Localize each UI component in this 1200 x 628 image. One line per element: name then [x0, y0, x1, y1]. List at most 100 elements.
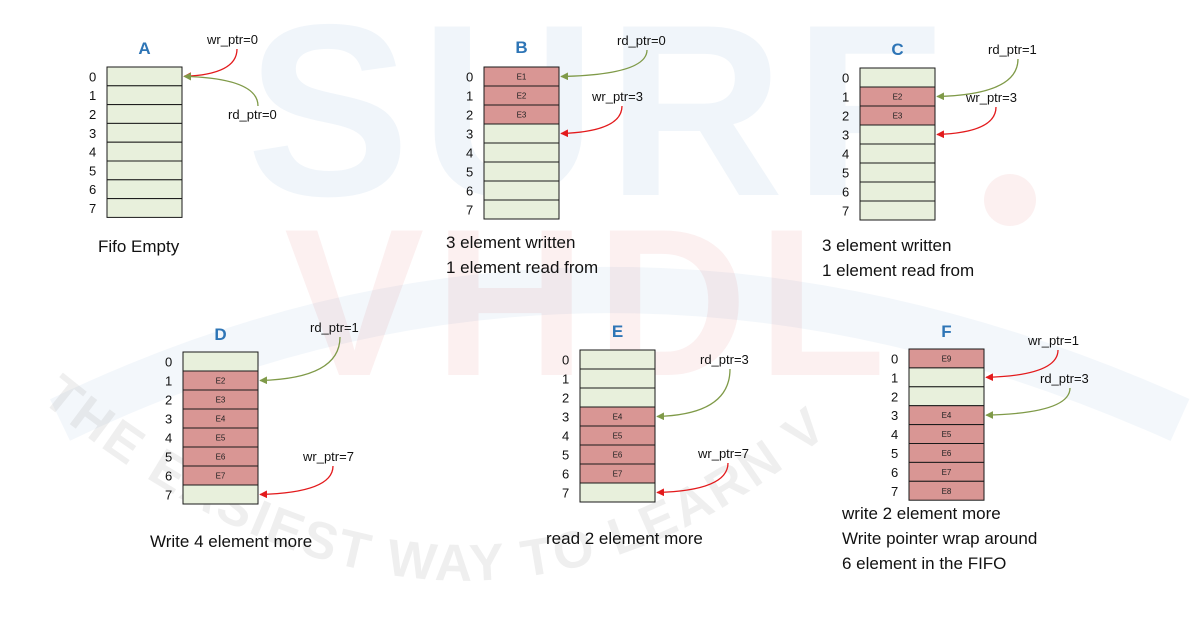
read-pointer-arrow — [183, 72, 259, 107]
fifo-cell-label: E1 — [517, 73, 527, 82]
fifo-cell-label: E4 — [216, 415, 226, 424]
read-pointer-label: rd_ptr=1 — [988, 42, 1037, 57]
fifo-row-index: 5 — [165, 450, 172, 465]
fifo-row-index: 4 — [466, 146, 473, 161]
write-pointer-arrow — [936, 106, 997, 139]
read-pointer-label: rd_ptr=3 — [700, 352, 749, 367]
fifo-row-index: 0 — [842, 71, 849, 86]
read-pointer-arrow — [259, 336, 341, 385]
panel-title: D — [214, 325, 226, 344]
fifo-cell-label: E8 — [942, 487, 952, 496]
fifo-cell-empty — [859, 143, 936, 164]
fifo-cell-label: E5 — [942, 430, 952, 439]
fifo-cell-empty — [859, 181, 936, 202]
write-pointer-arrow — [560, 105, 623, 138]
write-pointer-arrow — [656, 462, 729, 497]
fifo-row-index: 4 — [165, 431, 172, 446]
fifo-cell-empty — [106, 104, 183, 124]
panel-caption: 3 element written — [446, 233, 575, 252]
fifo-cell-empty — [483, 180, 560, 201]
panel-title: C — [891, 40, 903, 59]
panel-title: A — [138, 39, 150, 58]
fifo-cell-empty — [483, 123, 560, 144]
fifo-cell-label: E6 — [613, 451, 623, 460]
fifo-row-index: 4 — [842, 147, 849, 162]
panel-title: F — [941, 322, 951, 341]
fifo-cell-empty — [106, 85, 183, 106]
fifo-row-index: 5 — [466, 165, 473, 180]
fifo-cell-label: E6 — [216, 453, 226, 462]
fifo-cell-label: E7 — [216, 472, 226, 481]
fifo-cell-empty — [859, 67, 936, 88]
fifo-row-index: 6 — [842, 185, 849, 200]
panel-caption: 1 element read from — [446, 258, 598, 277]
fifo-row-index: 1 — [89, 88, 96, 103]
fifo-row-index: 0 — [562, 353, 569, 368]
fifo-cell-empty — [182, 351, 259, 372]
read-pointer-arrow — [656, 368, 731, 421]
panel-title: B — [515, 38, 527, 57]
panel-caption: 1 element read from — [822, 261, 974, 280]
write-pointer-arrow — [183, 48, 238, 81]
write-pointer-label: wr_ptr=0 — [206, 32, 258, 47]
fifo-row-index: 4 — [562, 429, 569, 444]
write-pointer-arrow — [985, 349, 1059, 382]
fifo-row-index: 2 — [891, 389, 898, 404]
fifo-row-index: 5 — [89, 163, 96, 178]
fifo-cell-label: E3 — [517, 111, 527, 120]
fifo-cell-empty — [106, 141, 183, 162]
fifo-row-index: 0 — [165, 355, 172, 370]
write-pointer-label: wr_ptr=3 — [591, 89, 643, 104]
write-pointer-label: wr_ptr=1 — [1027, 333, 1079, 348]
read-pointer-label: rd_ptr=0 — [617, 33, 666, 48]
fifo-cell-empty — [106, 160, 183, 181]
fifo-cell-empty — [182, 484, 259, 505]
fifo-row-index: 5 — [842, 166, 849, 181]
panel-caption: Write pointer wrap around — [842, 529, 1037, 548]
fifo-cell-label: E9 — [942, 354, 952, 363]
watermark-logo-top: SURF — [247, 0, 954, 247]
fifo-row-index: 6 — [89, 182, 96, 197]
fifo-row-index: 7 — [842, 204, 849, 219]
fifo-cell-label: E2 — [216, 377, 226, 386]
fifo-cell-label: E7 — [942, 468, 952, 477]
write-pointer-label: wr_ptr=3 — [965, 90, 1017, 105]
read-pointer-arrow — [560, 49, 648, 81]
panel-caption: read 2 element more — [546, 529, 703, 548]
fifo-row-index: 7 — [89, 201, 96, 216]
fifo-row-index: 7 — [466, 203, 473, 218]
watermark-surfer-head — [984, 174, 1036, 226]
fifo-cell-empty — [106, 66, 183, 87]
fifo-panel-d: D0E21E32E43E54E65E767rd_ptr=1wr_ptr=7Wri… — [150, 320, 359, 551]
fifo-cell-empty — [106, 179, 183, 200]
fifo-cell-empty — [579, 482, 656, 503]
fifo-row-index: 2 — [842, 109, 849, 124]
fifo-cell-label: E2 — [893, 93, 903, 102]
panel-caption: Fifo Empty — [98, 237, 180, 256]
fifo-row-index: 0 — [89, 69, 96, 84]
fifo-row-index: 3 — [466, 127, 473, 142]
fifo-row-index: 6 — [165, 469, 172, 484]
fifo-row-index: 1 — [562, 372, 569, 387]
fifo-cell-label: E7 — [613, 470, 623, 479]
fifo-row-index: 5 — [562, 448, 569, 463]
fifo-row-index: 1 — [165, 374, 172, 389]
fifo-cell-empty — [579, 387, 656, 408]
fifo-row-index: 6 — [562, 467, 569, 482]
fifo-row-index: 3 — [562, 410, 569, 425]
fifo-row-index: 7 — [562, 486, 569, 501]
fifo-cell-empty — [483, 161, 560, 182]
panel-caption: 6 element in the FIFO — [842, 554, 1006, 573]
fifo-row-index: 3 — [165, 412, 172, 427]
fifo-cell-label: E4 — [613, 413, 623, 422]
fifo-cell-label: E4 — [942, 411, 952, 420]
fifo-row-index: 2 — [466, 108, 473, 123]
read-pointer-arrow — [936, 58, 1019, 101]
fifo-cell-empty — [579, 368, 656, 389]
